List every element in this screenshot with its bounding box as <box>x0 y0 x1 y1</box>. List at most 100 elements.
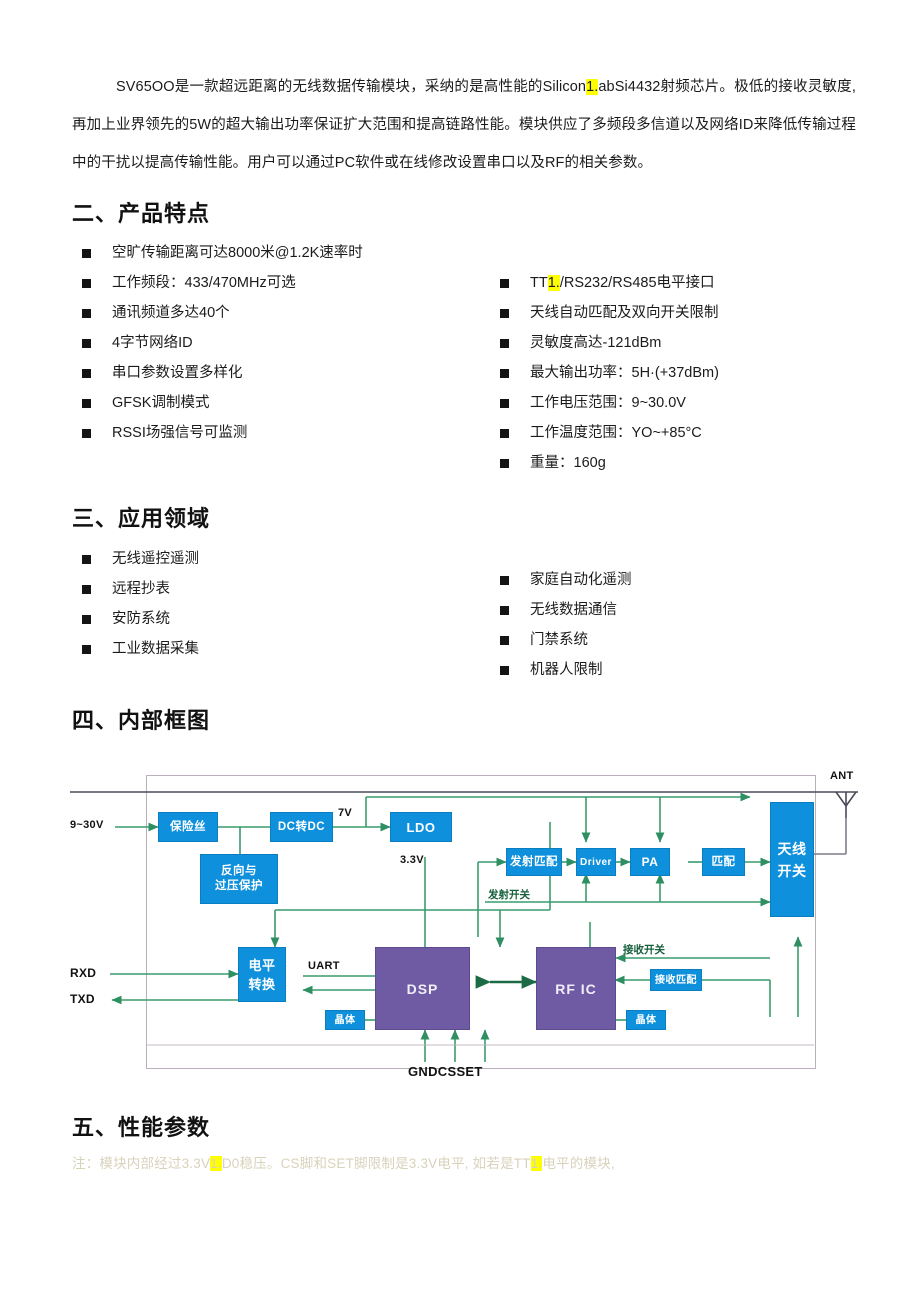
diagram-heading: 四、内部框图 <box>72 708 211 733</box>
features-heading: 二、产品特点 <box>72 201 211 226</box>
bullet-square-icon <box>82 645 91 654</box>
applications-list-left: 无线遥控遥测远程抄表安防系统工业数据采集 <box>82 549 199 669</box>
list-item: 工作温度范围：YO~+85°C <box>500 423 719 453</box>
block-dc-dc: DC转DC <box>270 812 333 842</box>
block-crystal-dsp: 晶体 <box>325 1010 365 1030</box>
block-rf-ic: RF IC <box>536 947 616 1030</box>
intro-text-part1: SV65OO是一款超远距离的无线数据传输模块，采纳的是高性能的Silicon <box>116 79 587 95</box>
bullet-square-icon <box>500 606 509 615</box>
note-part2: D0稳压。CS脚和SET脚限制是3.3V电平, 如若是TT <box>221 1156 531 1171</box>
label-3v3: 3.3V <box>400 854 424 866</box>
note-highlight-2: 1. <box>530 1156 543 1171</box>
feature-label: 工作温度范围：YO~+85°C <box>530 425 702 441</box>
bullet-square-icon <box>82 339 91 348</box>
diagram-wires <box>70 791 858 1062</box>
bullet-square-icon <box>500 636 509 645</box>
list-item: 天线自动匹配及双向开关限制 <box>500 303 719 333</box>
features-list-left: 空旷传输距离可达8000米@1.2K速率时工作频段：433/470MHz可选通讯… <box>82 243 363 453</box>
block-ldo: LDO <box>390 812 452 842</box>
performance-heading: 五、性能参数 <box>72 1115 211 1140</box>
label-txd: TXD <box>70 992 95 1006</box>
application-label: 机器人限制 <box>530 662 603 678</box>
application-label: 门禁系统 <box>530 632 588 648</box>
features-list-right: TT1./RS232/RS485电平接口天线自动匹配及双向开关限制灵敏度高达-1… <box>500 273 719 483</box>
bullet-square-icon <box>82 615 91 624</box>
list-item: 灵敏度高达-121dBm <box>500 333 719 363</box>
block-level-shift: 电平 转换 <box>238 947 286 1002</box>
bullet-square-icon <box>82 555 91 564</box>
bullet-square-icon <box>82 429 91 438</box>
application-label: 无线遥控遥测 <box>112 551 199 567</box>
label-7v: 7V <box>338 807 353 819</box>
list-item: GFSK调制模式 <box>82 393 363 423</box>
application-label: 安防系统 <box>112 611 170 627</box>
diagram-outer-frame <box>146 775 816 1069</box>
intro-paragraph: SV65OO是一款超远距离的无线数据传输模块，采纳的是高性能的Silicon1.… <box>72 68 856 182</box>
bullet-square-icon <box>82 309 91 318</box>
bullet-square-icon <box>500 279 509 288</box>
list-item: 无线遥控遥测 <box>82 549 199 579</box>
intro-text-part2: abSi4432射频芯片。极低的接收灵敏度, 再加上业界领先的5W的超大输出功率… <box>72 79 856 171</box>
list-item: RSSI场强信号可监测 <box>82 423 363 453</box>
application-label: 工业数据采集 <box>112 641 199 657</box>
bullet-square-icon <box>82 249 91 258</box>
applications-list-right: 家庭自动化遥测无线数据通信门禁系统机器人限制 <box>500 570 632 690</box>
block-rx-match: 接收匹配 <box>650 969 702 991</box>
note-part3: 电平的模块, <box>542 1156 615 1171</box>
note-part1: 注：模块内部经过3.3V <box>72 1156 211 1171</box>
feature-label: 天线自动匹配及双向开关限制 <box>530 305 719 321</box>
list-item: 安防系统 <box>82 609 199 639</box>
intro-highlight-1: 1. <box>586 79 599 95</box>
feature-label: 串口参数设置多样化 <box>112 365 243 381</box>
bullet-square-icon <box>82 279 91 288</box>
bullet-square-icon <box>500 576 509 585</box>
list-item: 通讯频道多达40个 <box>82 303 363 333</box>
label-input-voltage: 9~30V <box>70 819 104 831</box>
block-driver: Driver <box>576 848 616 876</box>
label-rxd: RXD <box>70 966 97 980</box>
list-item: 4字节网络ID <box>82 333 363 363</box>
bullet-square-icon <box>500 369 509 378</box>
feature-label: 最大输出功率：5H·(+37dBm) <box>530 365 719 381</box>
feature-label: 重量：160g <box>530 455 606 471</box>
bullet-square-icon <box>82 399 91 408</box>
feature-label: TT1./RS232/RS485电平接口 <box>530 275 715 291</box>
list-item: TT1./RS232/RS485电平接口 <box>500 273 719 303</box>
bullet-square-icon <box>500 399 509 408</box>
note-highlight-1: 1. <box>210 1156 222 1171</box>
list-item: 工作频段：433/470MHz可选 <box>82 273 363 303</box>
feature-label: RSSI场强信号可监测 <box>112 425 248 441</box>
label-rx-switch: 接收开关 <box>623 944 665 956</box>
bullet-square-icon <box>82 369 91 378</box>
list-item: 门禁系统 <box>500 630 632 660</box>
label-uart: UART <box>308 960 340 972</box>
feature-label: 空旷传输距离可达8000米@1.2K速率时 <box>112 245 363 261</box>
bullet-square-icon <box>500 666 509 675</box>
list-item: 重量：160g <box>500 453 719 483</box>
feature-label: 灵敏度高达-121dBm <box>530 335 662 351</box>
block-fuse: 保险丝 <box>158 812 218 842</box>
bullet-square-icon <box>500 309 509 318</box>
feature-label: 工作电压范围：9~30.0V <box>530 395 686 411</box>
block-dsp: DSP <box>375 947 470 1030</box>
block-antenna-switch: 天线 开关 <box>770 802 814 917</box>
label-tx-switch: 发射开关 <box>488 889 530 901</box>
feature-label: 通讯频道多达40个 <box>112 305 230 321</box>
list-item: 空旷传输距离可达8000米@1.2K速率时 <box>82 243 363 273</box>
feature-label: 工作频段：433/470MHz可选 <box>112 275 296 291</box>
block-crystal-rf: 晶体 <box>626 1010 666 1030</box>
text-highlight: 1. <box>547 275 560 291</box>
list-item: 家庭自动化遥测 <box>500 570 632 600</box>
block-tx-match: 发射匹配 <box>506 848 562 876</box>
label-ant: ANT <box>830 770 854 782</box>
list-item: 最大输出功率：5H·(+37dBm) <box>500 363 719 393</box>
applications-heading: 三、应用领域 <box>72 506 211 531</box>
bullet-square-icon <box>82 585 91 594</box>
list-item: 远程抄表 <box>82 579 199 609</box>
bullet-square-icon <box>500 339 509 348</box>
application-label: 远程抄表 <box>112 581 170 597</box>
application-label: 无线数据通信 <box>530 602 617 618</box>
application-label: 家庭自动化遥测 <box>530 572 632 588</box>
list-item: 机器人限制 <box>500 660 632 690</box>
